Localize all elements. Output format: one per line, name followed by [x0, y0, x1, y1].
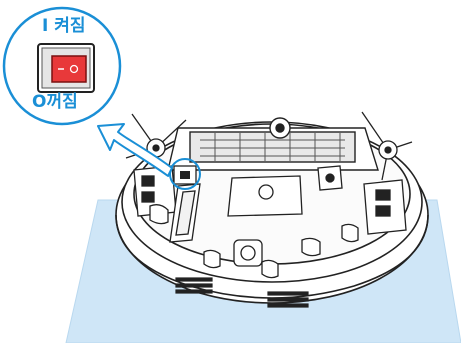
- vent-grille: [175, 277, 309, 308]
- callout-arrow-icon: [97, 123, 173, 177]
- wheel-module-right: [363, 179, 407, 235]
- switch-on-label: I 켜짐: [42, 16, 86, 36]
- switch-off-label: O꺼짐: [32, 92, 78, 112]
- rocker-switch-icon: [37, 43, 95, 93]
- side-brush-right: [361, 111, 413, 181]
- caster-and-sensors: [149, 204, 359, 279]
- battery-cover: [169, 165, 343, 243]
- wheel-module-left: [133, 165, 177, 217]
- main-brush-housing: [167, 117, 379, 171]
- side-brush-left: [125, 113, 187, 159]
